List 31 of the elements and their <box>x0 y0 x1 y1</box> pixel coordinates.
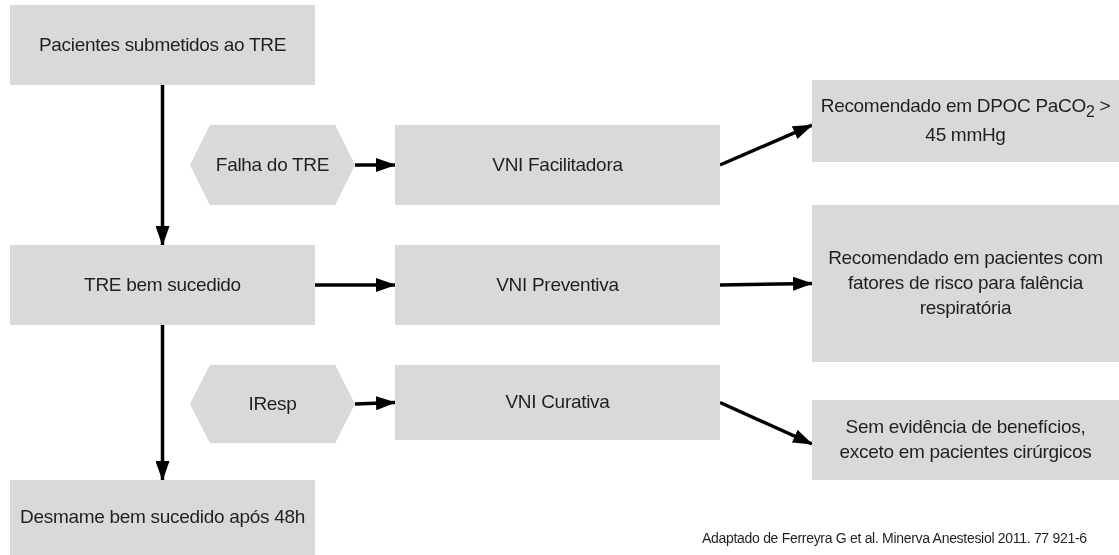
box-text: Desmame bem sucedido após 48h <box>20 505 305 530</box>
box-text: Falha do TRE <box>215 152 330 177</box>
arrow <box>315 278 396 292</box>
box-text: VNI Preventiva <box>496 272 619 297</box>
arrow <box>719 123 813 167</box>
process-box <box>812 400 1119 480</box>
arrow <box>354 396 396 411</box>
process-box <box>395 365 720 440</box>
arrow <box>355 158 396 172</box>
hexagon-box <box>190 125 355 205</box>
process-box <box>10 480 315 555</box>
process-box <box>10 5 315 85</box>
arrow <box>155 85 170 246</box>
arrow <box>719 400 813 446</box>
process-box <box>395 125 720 205</box>
arrow <box>719 276 813 291</box>
process-box <box>812 205 1119 362</box>
box-text: Recomendado em DPOC PaCO$_{2}$ > 45 mmHg <box>820 94 1111 147</box>
hexagon-box <box>190 365 355 443</box>
box-text: IResp <box>248 391 297 416</box>
box-text: VNI Curativa <box>505 390 610 415</box>
box-text: VNI Facilitadora <box>492 152 623 177</box>
source-caption: Adaptado de Ferreyra G et al. Minerva Anestesiol 2011. 77 921-6 <box>702 530 1087 546</box>
process-box <box>395 245 720 325</box>
box-text: Pacientes submetidos ao TRE <box>38 32 287 57</box>
box-text: Sem evidência de benefícios, exceto em pacientes cirúrgicos <box>838 415 1093 464</box>
box-text: Recomendado em pacientes com fatores de risco para falência respiratória <box>827 246 1104 320</box>
arrow <box>155 325 170 481</box>
process-box <box>812 80 1119 162</box>
box-text: TRE bem sucedido <box>84 272 241 297</box>
process-box <box>10 245 315 325</box>
